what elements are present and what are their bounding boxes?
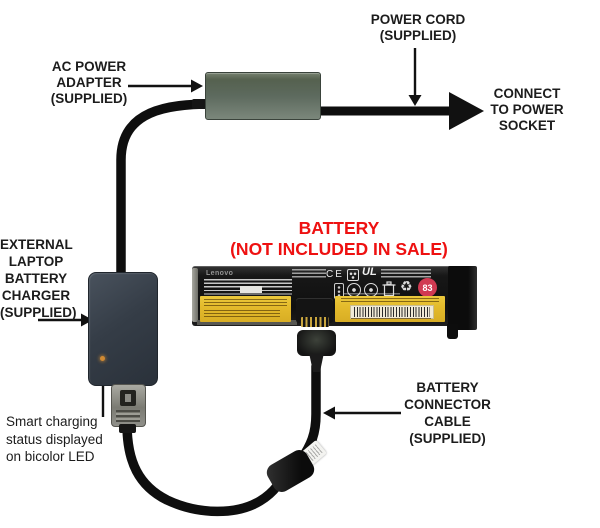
warning-text-lines xyxy=(204,299,287,307)
label-line: status displayed xyxy=(6,431,103,447)
label-line: BATTERY xyxy=(416,380,479,395)
battery-spec-chip xyxy=(240,286,262,293)
ul-mark-icon: UL xyxy=(362,266,377,278)
label-line: CHARGER xyxy=(1,288,71,303)
label-line: on bicolor LED xyxy=(6,449,95,464)
label-line: BATTERY xyxy=(298,218,380,238)
label-line: CONNECTOR xyxy=(404,397,491,412)
plug-window-contact xyxy=(125,394,131,402)
plug-grip-ridges xyxy=(116,410,140,422)
label-line: BATTERY xyxy=(4,271,68,286)
charger-plug-strain-relief xyxy=(119,424,136,433)
warning-text-lines xyxy=(204,310,280,319)
barcode-stripes xyxy=(354,307,430,317)
label-line: SOCKET xyxy=(498,118,556,133)
label-line: (NOT INCLUDED IN SALE) xyxy=(230,238,448,259)
warning-label-right xyxy=(335,296,445,322)
battery-mounting-hook xyxy=(447,324,458,339)
label-line: (SUPPLIED) xyxy=(379,28,457,43)
label-line: (SUPPLIED) xyxy=(409,431,486,446)
plug-window xyxy=(120,390,136,406)
connector-cable-label: BATTERY CONNECTOR CABLE (SUPPLIED) xyxy=(395,379,500,447)
connector-cable-lower xyxy=(122,419,292,517)
label-line: CONNECT xyxy=(493,86,561,101)
label-line: ADAPTER xyxy=(56,75,122,90)
ac-adapter-label: AC POWER ADAPTER (SUPPLIED) xyxy=(29,59,149,107)
lenovo-logo: Lenovo xyxy=(206,270,234,277)
battery-fine-print-top xyxy=(292,269,326,280)
ac-power-adapter xyxy=(205,72,321,120)
cable-battery-plug-neck xyxy=(309,354,324,372)
connect-socket-label: CONNECT TO POWER SOCKET xyxy=(478,86,576,134)
cable-pointer-arrow xyxy=(323,406,401,420)
label-line: TO POWER xyxy=(490,102,564,117)
adapter-dc-connector xyxy=(192,99,208,109)
icon-captions-text xyxy=(344,293,400,297)
laptop-battery: Lenovo CE UL ♻ 83 xyxy=(192,266,477,330)
ac-adapter-pointer-arrow xyxy=(128,79,203,93)
dc-cable xyxy=(116,99,217,287)
battery-connector-pins xyxy=(301,317,329,327)
barcode xyxy=(350,305,434,319)
battery-number-badge: 83 xyxy=(418,278,437,297)
power-cord-label: POWER CORD (SUPPLIED) xyxy=(358,12,478,44)
power-plug-arrow-icon xyxy=(449,92,484,130)
battery-bottom-edge xyxy=(197,320,297,325)
warning-label-left xyxy=(200,296,291,322)
charger-pointer-arrow xyxy=(38,313,93,327)
certification-square-icon xyxy=(347,269,359,281)
label-line: AC POWER xyxy=(51,59,127,74)
label-line: POWER CORD xyxy=(370,12,466,27)
ce-mark-icon: CE xyxy=(326,269,344,280)
warning-text-lines xyxy=(341,298,439,304)
battery-left-edge xyxy=(192,268,198,322)
warning-text-lines xyxy=(351,318,431,321)
label-line: EXTERNAL xyxy=(0,237,73,252)
charging-status-led xyxy=(100,356,105,361)
external-charger-label: EXTERNAL LAPTOP BATTERY CHARGER (SUPPLIE… xyxy=(0,236,77,321)
power-cord-pointer-arrow xyxy=(408,48,422,106)
cable-battery-plug xyxy=(297,330,336,356)
battery-fine-print-right xyxy=(381,269,431,280)
battery-not-included-label: BATTERY (NOT INCLUDED IN SALE) xyxy=(204,218,474,259)
label-line: CABLE xyxy=(424,414,471,429)
smart-led-label: Smart charging status displayed on bicol… xyxy=(6,413,126,466)
label-line: LAPTOP xyxy=(8,254,64,269)
recycle-icon: ♻ xyxy=(400,278,413,294)
external-battery-charger xyxy=(88,272,158,386)
battery-right-latch-block xyxy=(448,266,477,330)
charger-cable-plug xyxy=(111,384,146,427)
label-line: (SUPPLIED) xyxy=(0,305,77,320)
label-line: (SUPPLIED) xyxy=(50,91,128,106)
label-line: Smart charging xyxy=(6,414,98,429)
